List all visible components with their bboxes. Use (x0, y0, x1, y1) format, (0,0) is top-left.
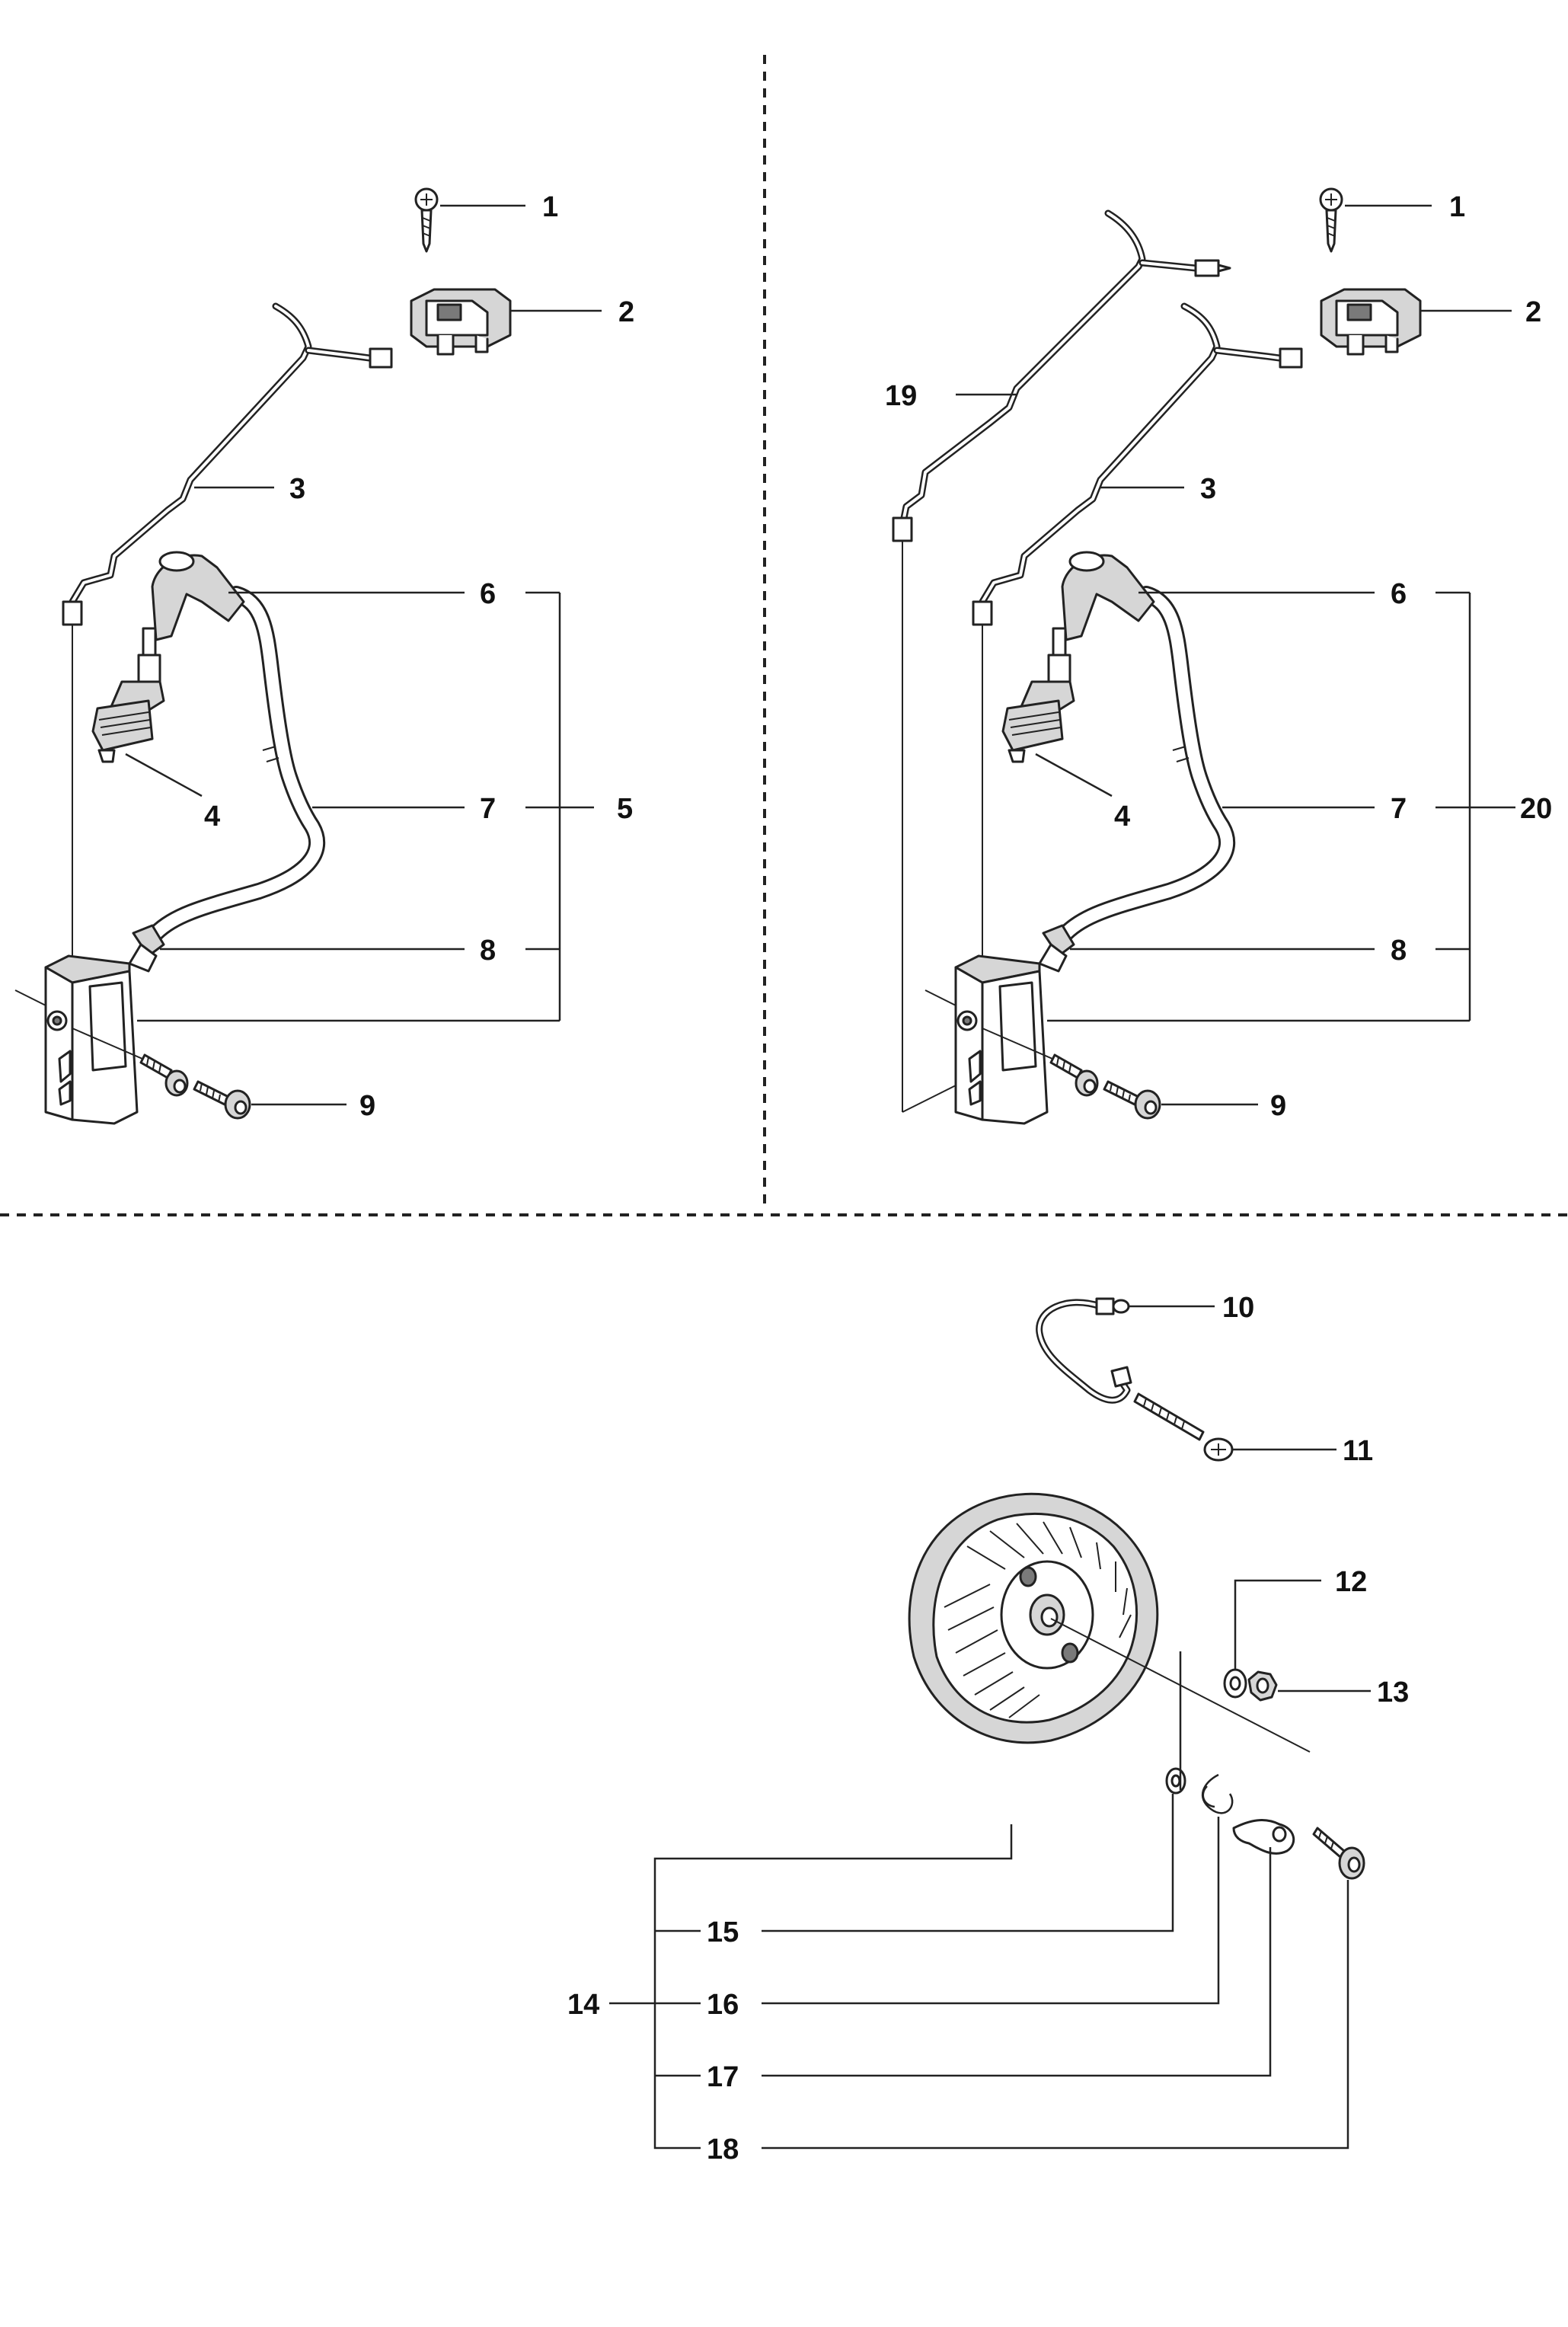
label-3-left: 3 (289, 473, 305, 505)
stop-switch-part-2-right (1320, 288, 1422, 356)
label-15: 15 (707, 1916, 739, 1948)
label-9-right: 9 (1270, 1090, 1286, 1122)
ignition-module-part-5 (14, 954, 161, 1125)
label-7-left: 7 (480, 793, 496, 825)
label-1-left: 1 (542, 191, 558, 223)
bottom-leader-lines (609, 1305, 1371, 2150)
spark-plug-cap-part-6 (151, 551, 245, 641)
label-14: 14 (567, 1989, 599, 2021)
spring-part-16 (1202, 1773, 1234, 1814)
label-2-left: 2 (618, 296, 634, 328)
lead-connector-part-8-right (1038, 924, 1075, 973)
ground-wire-part-19 (892, 209, 1231, 1113)
leader-4 (125, 753, 203, 798)
screw-part-11 (1133, 1392, 1234, 1462)
label-5: 5 (617, 793, 633, 825)
screw-part-1-right (1319, 187, 1343, 253)
label-4-right: 4 (1114, 801, 1130, 833)
right-leader-lines (956, 204, 1515, 1106)
label-11: 11 (1343, 1435, 1373, 1467)
label-10: 10 (1222, 1292, 1254, 1324)
spark-plug-part-4 (91, 627, 203, 798)
label-8-left: 8 (480, 935, 496, 967)
wire-harness-part-3-right (972, 302, 1303, 998)
screw-part-18 (1312, 1827, 1365, 1880)
module-screws-part-9 (139, 1053, 251, 1120)
label-18: 18 (707, 2134, 739, 2166)
flywheel-assembly: 10 11 12 13 14 15 16 17 18 (567, 1292, 1409, 2166)
screw-part-1 (414, 187, 439, 253)
label-16: 16 (707, 1989, 739, 2021)
washer-part-12 (1223, 1668, 1247, 1699)
section-dividers (0, 55, 1568, 1216)
label-6-right: 6 (1391, 578, 1407, 610)
stop-switch-part-2 (410, 288, 512, 356)
label-20: 20 (1520, 793, 1552, 825)
label-1-right: 1 (1449, 191, 1465, 223)
label-3-right: 3 (1200, 473, 1216, 505)
label-4-left: 4 (204, 801, 220, 833)
pawl-part-17 (1232, 1819, 1295, 1855)
label-6-left: 6 (480, 578, 496, 610)
ignition-lead-part-7-right (1058, 586, 1236, 941)
wire-harness-part-3 (62, 302, 393, 998)
right-ignition-assembly: 1 2 19 3 4 6 7 20 8 9 (885, 187, 1552, 1125)
ignition-lead-part-7 (148, 586, 326, 941)
label-13: 13 (1377, 1677, 1409, 1708)
left-ignition-assembly: 1 2 3 4 6 7 5 8 9 (14, 187, 634, 1125)
label-2-right: 2 (1525, 296, 1541, 328)
label-17: 17 (707, 2061, 739, 2093)
label-19: 19 (885, 380, 917, 412)
spark-plug-cap-part-6-right (1061, 551, 1155, 641)
left-leader-lines (137, 204, 602, 1106)
label-7-right: 7 (1391, 793, 1407, 825)
module-screws-part-9-right (1049, 1053, 1161, 1120)
label-9-left: 9 (359, 1090, 375, 1122)
spark-plug-part-4-right (1001, 627, 1113, 798)
flywheel-part-14 (908, 1492, 1311, 1753)
label-8-right: 8 (1391, 935, 1407, 967)
nut-part-13 (1247, 1670, 1278, 1702)
ground-cable-part-10 (1036, 1297, 1132, 1404)
lead-connector-part-8 (128, 924, 165, 973)
ignition-module-part-20 (925, 954, 1071, 1125)
washer-part-15 (1165, 1767, 1186, 1795)
label-12: 12 (1335, 1566, 1367, 1598)
